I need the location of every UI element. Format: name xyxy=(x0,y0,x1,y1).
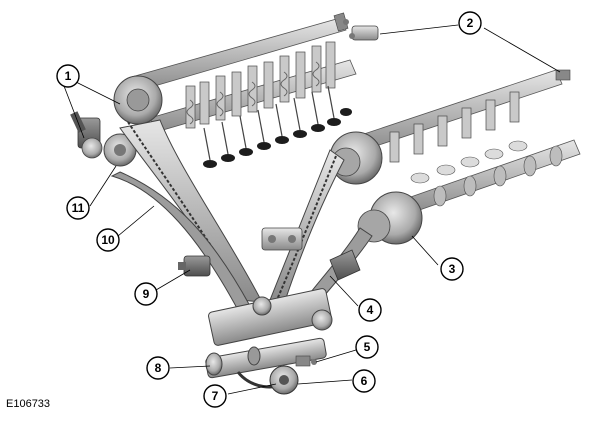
right-bank-valves xyxy=(389,91,528,184)
left-vvt-solenoid xyxy=(70,111,103,159)
callout-2: 2 xyxy=(458,11,482,35)
crankshaft-gear-part-6 xyxy=(269,365,299,395)
left-bank-valves xyxy=(185,41,352,168)
callout-4-label: 4 xyxy=(367,303,374,317)
callout-5: 5 xyxy=(355,335,379,359)
right-bank-exhaust-camshaft xyxy=(401,139,581,215)
callout-6: 6 xyxy=(352,369,376,393)
callout-3-label: 3 xyxy=(449,262,456,276)
callout-2-label: 2 xyxy=(467,16,474,30)
callout-10: 10 xyxy=(96,228,120,252)
callout-11-label: 11 xyxy=(72,201,85,215)
callout-9: 9 xyxy=(134,282,158,306)
left-chain-tensioner-part-9 xyxy=(178,255,211,277)
leader-lines xyxy=(63,24,561,395)
left-intake-cam-sprocket xyxy=(113,75,163,125)
camshaft-sensor-part-2 xyxy=(343,19,379,41)
figure-id: E106733 xyxy=(6,398,51,410)
auxiliary-shaft-part-8 xyxy=(205,337,327,379)
callout-10-label: 10 xyxy=(101,233,115,247)
callout-4: 4 xyxy=(358,298,382,322)
callout-8: 8 xyxy=(146,356,170,380)
right-camshaft-end-fitting xyxy=(555,69,571,81)
callout-8-label: 8 xyxy=(155,361,162,375)
callout-7: 7 xyxy=(203,384,227,408)
callout-9-label: 9 xyxy=(143,287,150,301)
callout-11: 11 xyxy=(66,196,90,220)
callout-6-label: 6 xyxy=(361,374,368,388)
crankshaft-sprocket-assembly xyxy=(208,288,333,346)
callout-5-label: 5 xyxy=(364,340,371,354)
callout-3: 3 xyxy=(440,257,464,281)
upper-chain-guide-mount xyxy=(261,227,303,251)
left-exhaust-cam-sprocket xyxy=(103,133,137,167)
callout-7-label: 7 xyxy=(212,389,219,403)
right-chain-tensioner-part-4 xyxy=(329,249,361,281)
callout-1: 1 xyxy=(56,64,80,88)
crank-bolt-part-5 xyxy=(295,355,317,367)
right-bank-intake-camshaft xyxy=(351,69,563,153)
right-exhaust-cam-sprocket xyxy=(357,191,423,245)
callout-1-label: 1 xyxy=(65,69,72,83)
